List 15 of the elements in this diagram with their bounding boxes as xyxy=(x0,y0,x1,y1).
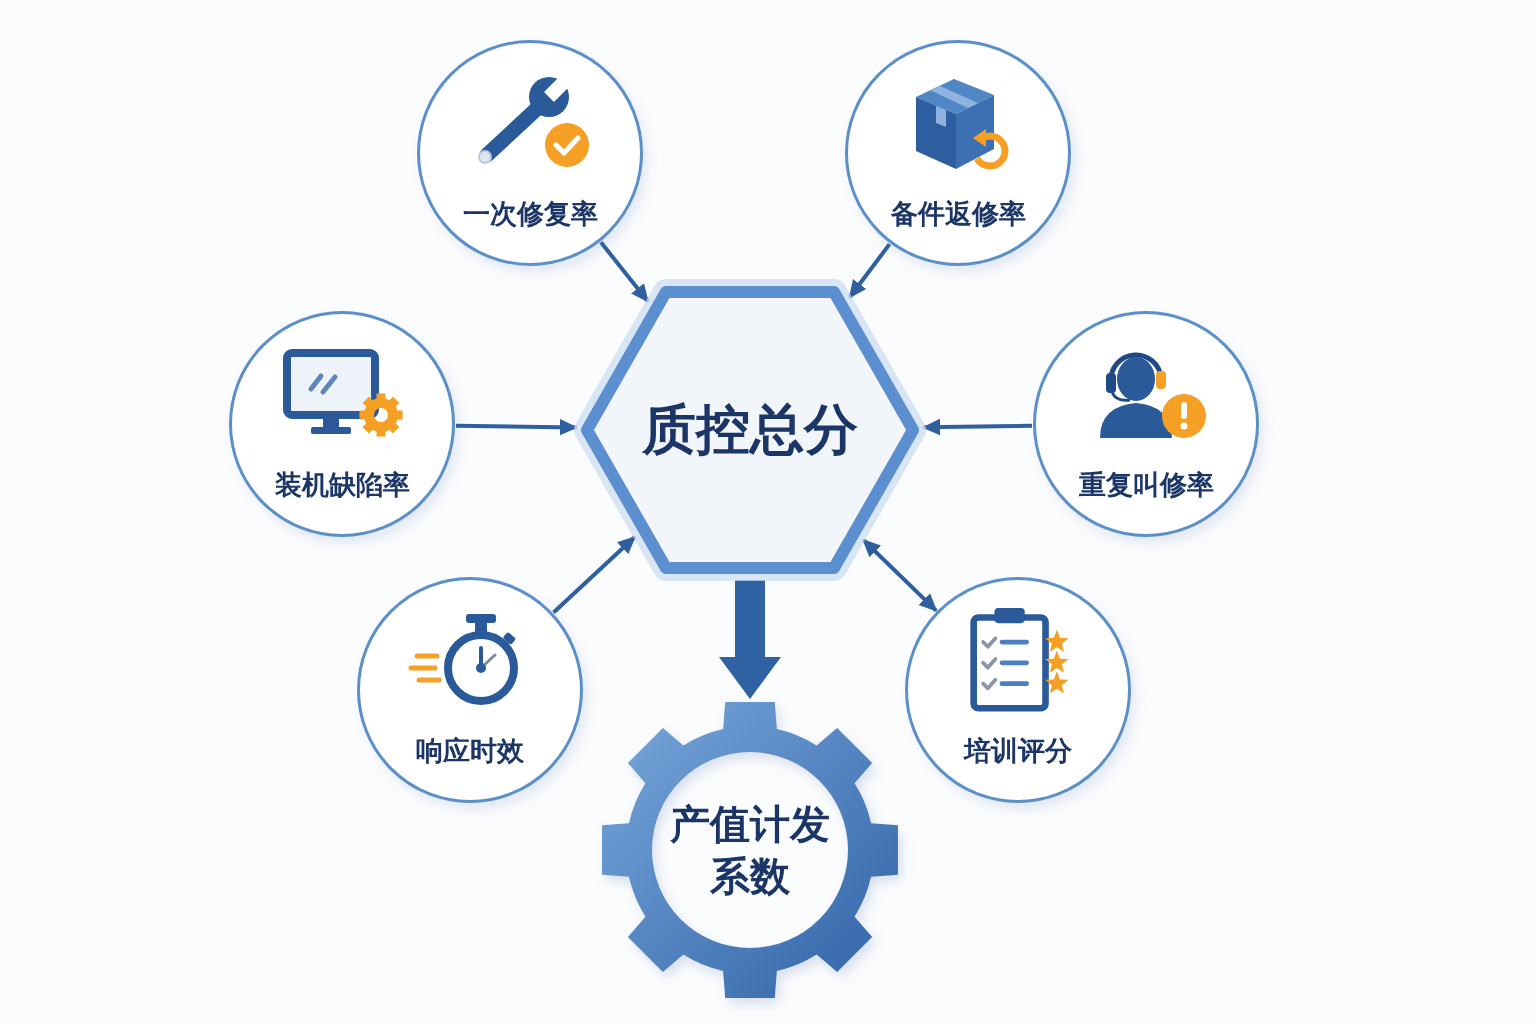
coefficient-label: 产值计发系数 xyxy=(669,800,831,901)
thick-arrow xyxy=(719,580,781,699)
metric-label: 一次修复率 xyxy=(462,198,598,231)
arrow xyxy=(552,535,637,614)
metric-label: 培训评分 xyxy=(964,735,1072,768)
metric-label: 重复叫修率 xyxy=(1078,469,1214,502)
arrow xyxy=(455,418,578,436)
arrow xyxy=(922,418,1033,436)
arrow xyxy=(599,241,650,303)
score-title: 质控总分 xyxy=(642,397,858,463)
metric-label: 响应时效 xyxy=(416,735,524,768)
arrow xyxy=(848,242,892,299)
metric-label: 装机缺陷率 xyxy=(274,469,410,502)
metric-label: 备件返修率 xyxy=(890,198,1026,231)
double-arrow xyxy=(862,538,938,613)
